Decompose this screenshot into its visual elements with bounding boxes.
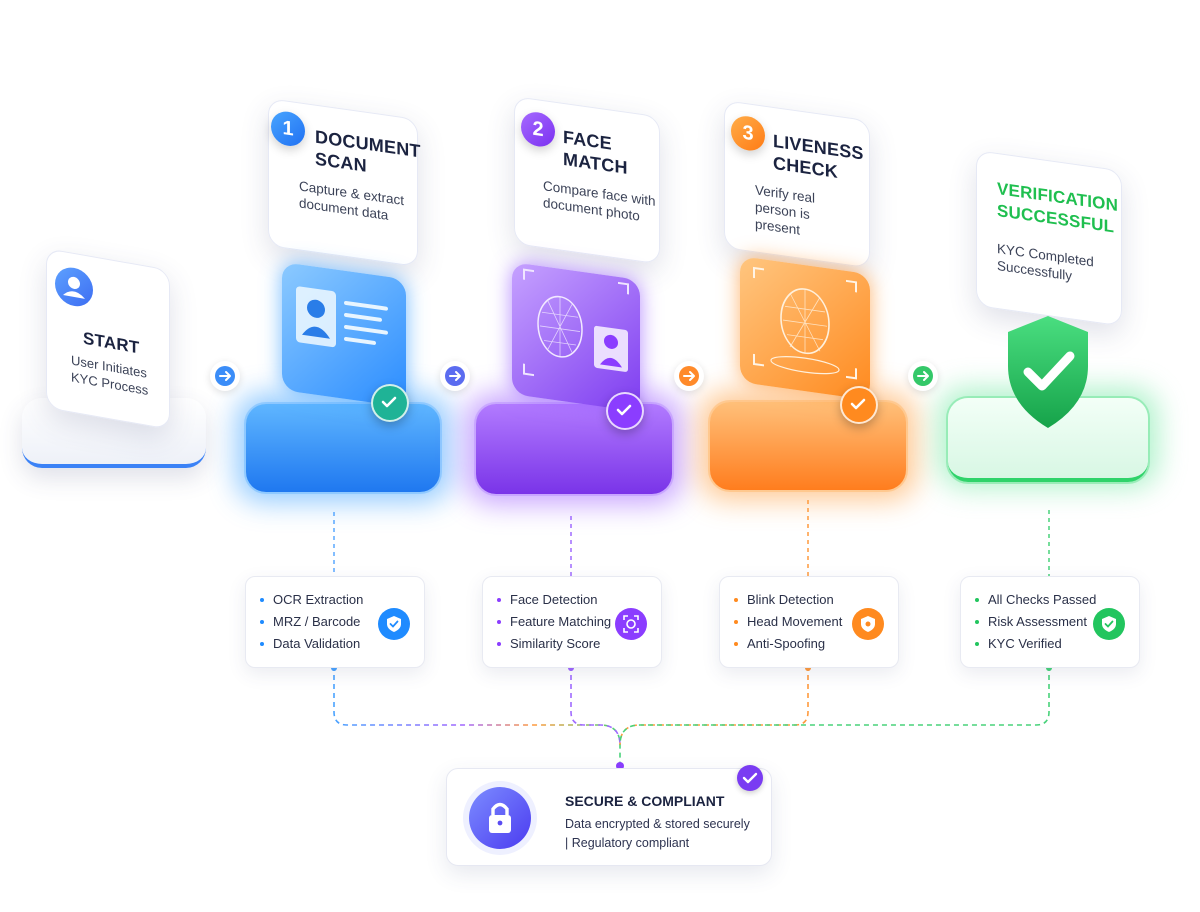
- result-subtitle: KYC Completed Successfully: [997, 240, 1094, 284]
- secure-line-2: | Regulatory compliant: [565, 836, 690, 850]
- id-card-icon: [296, 286, 388, 348]
- list-item: Similarity Score: [497, 633, 661, 655]
- list-item: Face Detection: [497, 589, 661, 611]
- list-item: Blink Detection: [734, 589, 898, 611]
- step-1-check-icon: [371, 384, 409, 422]
- step-2-check-icon: [606, 392, 644, 430]
- step-1-details: OCR Extraction MRZ / Barcode Data Valida…: [245, 576, 425, 668]
- secure-check-icon: [737, 765, 763, 791]
- face-mesh-icon: [753, 266, 857, 380]
- face-scan-icon: [523, 268, 629, 377]
- step-3-subtitle: Verify real person is present: [755, 182, 816, 238]
- step-2-number: 2: [521, 109, 555, 149]
- result-title: VERIFICATION SUCCESSFUL: [997, 178, 1119, 237]
- arrow-node-2: [440, 361, 470, 391]
- start-card[interactable]: START User Initiates KYC Process: [46, 248, 170, 430]
- user-icon: [55, 264, 93, 310]
- list-item: MRZ / Barcode: [260, 611, 424, 633]
- step-2-card[interactable]: 2 FACE MATCH Compare face with document …: [514, 96, 660, 265]
- step-1-subtitle: Capture & extract document data: [299, 178, 405, 223]
- list-item: Data Validation: [260, 633, 424, 655]
- step-1-screen: [282, 262, 406, 408]
- arrow-node-4: [908, 361, 938, 391]
- step-3-check-icon: [840, 386, 878, 424]
- step-1-card[interactable]: 1 DOCUMENT SCAN Capture & extract docume…: [268, 98, 421, 268]
- step-3-screen: [740, 256, 870, 401]
- step-1-title: DOCUMENT SCAN: [315, 126, 421, 176]
- step-2-subtitle: Compare face with document photo: [543, 178, 656, 224]
- arrow-node-1: [210, 361, 240, 391]
- step-2-screen: [512, 262, 640, 412]
- face-scan-icon: [615, 608, 647, 640]
- step-1-platform: [236, 394, 450, 502]
- step-1-number: 1: [271, 109, 305, 149]
- list-item: Risk Assessment: [975, 611, 1139, 633]
- step-2-title: FACE MATCH: [563, 126, 628, 178]
- secure-line-1: Data encrypted & stored securely: [565, 817, 750, 831]
- list-item: Head Movement: [734, 611, 898, 633]
- list-item: Anti-Spoofing: [734, 633, 898, 655]
- list-item: All Checks Passed: [975, 589, 1139, 611]
- step-3-details: Blink Detection Head Movement Anti-Spoof…: [719, 576, 899, 668]
- step-3-title: LIVENESS CHECK: [773, 130, 864, 183]
- secure-compliant-box: SECURE & COMPLIANT Data encrypted & stor…: [446, 765, 772, 866]
- result-platform: [938, 388, 1158, 488]
- result-card[interactable]: VERIFICATION SUCCESSFUL KYC Completed Su…: [976, 150, 1122, 327]
- list-item: Feature Matching: [497, 611, 661, 633]
- step-3-number: 3: [731, 113, 765, 153]
- arrow-right-icon: [219, 371, 231, 381]
- list-item: OCR Extraction: [260, 589, 424, 611]
- result-shield-check-icon: [1000, 312, 1096, 432]
- arrow-right-icon: [449, 371, 461, 381]
- arrow-right-icon: [683, 371, 695, 381]
- arrow-right-icon: [917, 371, 929, 381]
- step-3-platform: [700, 392, 916, 500]
- shield-check-icon: [1093, 608, 1125, 640]
- secure-title: SECURE & COMPLIANT: [565, 793, 725, 809]
- step-2-details: Face Detection Feature Matching Similari…: [482, 576, 662, 668]
- lock-icon: [469, 787, 531, 849]
- step-3-card[interactable]: 3 LIVENESS CHECK Verify real person is p…: [724, 100, 870, 269]
- shield-icon: [852, 608, 884, 640]
- start-subtitle: User Initiates KYC Process: [71, 352, 149, 399]
- arrow-node-3: [674, 361, 704, 391]
- result-details: All Checks Passed Risk Assessment KYC Ve…: [960, 576, 1140, 668]
- shield-check-icon: [378, 608, 410, 640]
- list-item: KYC Verified: [975, 633, 1139, 655]
